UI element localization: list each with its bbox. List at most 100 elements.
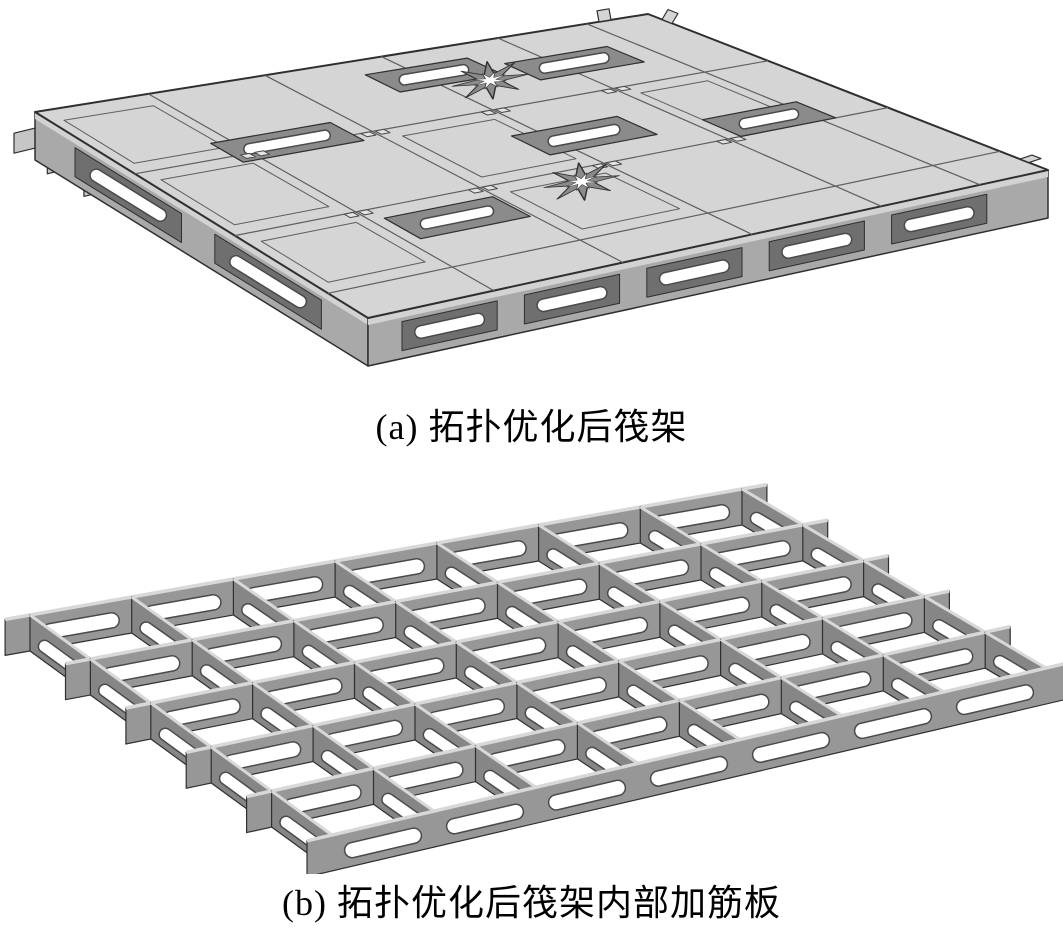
lightening-slot — [794, 672, 870, 700]
caption-b: (b) 拓扑优化后筏架内部加筋板 — [282, 883, 781, 923]
lightening-slot — [632, 656, 708, 684]
plate-top-edge — [474, 744, 537, 789]
plate-top-edge — [761, 579, 824, 620]
lightening-slot — [408, 599, 485, 625]
seam-corner-pad — [615, 85, 632, 92]
raft-left-lip — [35, 112, 368, 325]
lightening-slot — [307, 618, 383, 644]
seam-corner-pad — [343, 211, 360, 219]
panel-inset-outline — [160, 162, 330, 226]
lightening-slot — [653, 505, 729, 531]
plate-top-edge — [130, 595, 194, 642]
plate-top-edge — [312, 724, 375, 770]
caption-a: (a) 拓扑优化后筏架 — [375, 407, 688, 447]
lightening-slot — [612, 560, 688, 587]
plate-top-edge — [882, 653, 945, 694]
lightening-slot — [265, 679, 342, 706]
panel-seam — [327, 150, 1001, 294]
lightening-slot — [733, 635, 810, 662]
lightening-slot — [164, 699, 240, 726]
lightening-slot — [144, 595, 221, 621]
seam-corner-pad — [240, 152, 256, 159]
plate-top-edge — [598, 561, 661, 603]
lightening-slot — [43, 613, 119, 639]
seam-corner-pad — [606, 160, 623, 167]
edge-tab — [596, 8, 612, 23]
plate-top-edge — [780, 676, 843, 717]
lightening-slot — [548, 125, 620, 146]
lightening-slot — [284, 785, 361, 814]
plate-top-edge — [821, 616, 885, 657]
panel-inset-outline — [402, 118, 577, 178]
lightening-slot — [714, 541, 790, 567]
lightening-slot — [855, 709, 931, 738]
seam-corner-pad — [254, 150, 271, 157]
seam-corner-pad — [480, 109, 497, 116]
plate-top-edge — [270, 789, 333, 837]
plate-top-edge — [353, 661, 416, 706]
seam-corner-pad — [360, 131, 377, 138]
lightening-slot — [896, 649, 972, 678]
lightening-slot — [510, 579, 586, 606]
seam-corner-pad — [481, 184, 498, 191]
lightening-slot — [400, 65, 468, 85]
lightening-slot — [428, 699, 504, 727]
plate-top-edge — [617, 659, 681, 702]
lightening-slot — [651, 757, 727, 786]
seam-corner-pad — [494, 107, 511, 113]
lightening-slot — [590, 717, 667, 746]
lightening-slot — [469, 638, 545, 665]
panel-seam — [264, 74, 624, 264]
plate-top-edge — [414, 702, 477, 747]
edge-tab — [1019, 154, 1042, 164]
plate-top-edge — [210, 745, 273, 793]
lightening-slot — [90, 169, 166, 221]
plate-top-edge — [576, 721, 639, 765]
lightening-slot — [367, 658, 444, 685]
raft-frame-figure — [13, 8, 1049, 367]
seam-corner-pad — [357, 209, 374, 216]
seam-corner-pad — [730, 136, 747, 142]
lightening-slot — [348, 559, 424, 585]
plate-top-edge — [306, 662, 1063, 843]
plate-top-edge — [537, 523, 601, 565]
plate-top-edge — [293, 619, 356, 664]
plate-top-edge — [455, 640, 518, 684]
plate-top-edge — [251, 681, 314, 727]
plate-top-edge — [984, 630, 1047, 670]
lightening-slot — [551, 523, 628, 549]
seam-corner-pad — [374, 128, 391, 135]
plate-top-edge — [334, 559, 397, 603]
star-cutout-inner — [473, 71, 507, 90]
raft-top-plate — [34, 13, 1049, 319]
lightening-slot — [782, 234, 851, 258]
lightening-slot — [673, 597, 749, 624]
lightening-slot — [753, 733, 829, 762]
plate-top-edge — [862, 559, 926, 598]
plate-top-edge — [700, 542, 763, 583]
seam-corner-pad — [591, 163, 608, 170]
lightening-slot — [447, 804, 523, 834]
lightening-slot — [103, 656, 179, 682]
edge-tab — [661, 8, 679, 25]
lightening-slot — [415, 314, 484, 338]
plate-top-edge — [372, 767, 435, 813]
lightening-slot — [775, 577, 851, 604]
plate-top-edge — [557, 620, 620, 663]
star-cutout — [543, 162, 620, 201]
raft-front-lip — [368, 170, 1048, 325]
seam-corner-pad — [716, 139, 733, 145]
plate-top-edge — [639, 505, 702, 546]
plate-top-edge — [394, 600, 458, 644]
plate-top-edge — [516, 681, 579, 725]
lightening-slot — [345, 828, 421, 857]
lightening-slot — [326, 721, 402, 748]
plate-top-edge — [678, 699, 741, 741]
lightening-slot — [957, 685, 1033, 714]
lightening-slot — [224, 742, 300, 770]
plate-top-edge — [89, 657, 152, 705]
raft-frame-render — [13, 8, 1049, 367]
panel-inset-outline — [260, 221, 426, 283]
lightening-slot — [540, 53, 609, 73]
